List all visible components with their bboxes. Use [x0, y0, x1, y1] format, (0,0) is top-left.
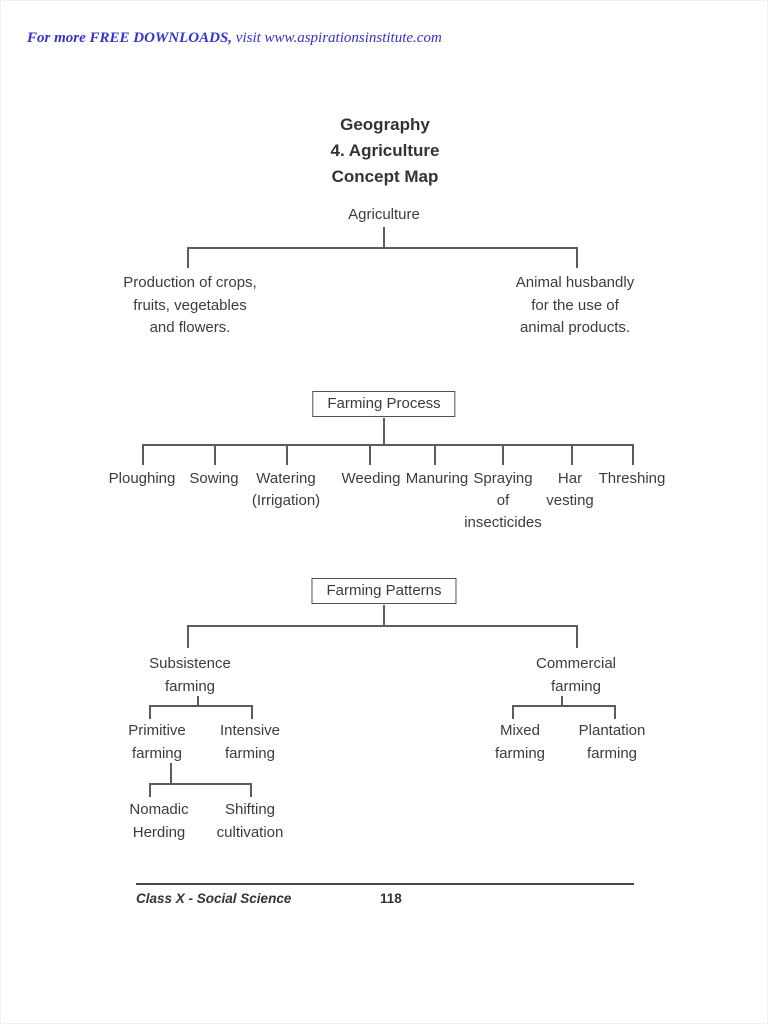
plantation-line1: Plantation: [578, 722, 646, 739]
nomadic-line1: Nomadic: [129, 801, 189, 818]
connector-subsistence-drop: [197, 696, 199, 705]
node-threshing: Threshing: [599, 468, 666, 490]
connector-subsistence-hline: [149, 705, 251, 707]
connector-process-drop: [383, 418, 385, 444]
shifting-line1: Shifting: [224, 801, 276, 818]
footer-divider: [136, 883, 634, 885]
node-sowing: Sowing: [189, 468, 238, 490]
page-title: Geography 4. Agriculture Concept Map: [331, 112, 440, 190]
mixed-line2: farming: [494, 744, 546, 762]
commercial-line1: Commercial: [535, 655, 617, 672]
connector-agriculture-hline: [187, 247, 577, 249]
connector-process-tick-5: [434, 444, 436, 465]
animal-husbandry-line1: Animal husbandly: [515, 274, 635, 291]
subsistence-line1: Subsistence: [149, 655, 231, 672]
connector-process-tick-1: [142, 444, 144, 465]
node-plantation-farming: Plantation farming: [579, 720, 646, 765]
node-subsistence-farming: Subsistence farming: [149, 653, 231, 698]
connector-agriculture-drop: [383, 227, 385, 247]
connector-process-tick-6: [502, 444, 504, 465]
title-subject: Geography: [340, 115, 430, 134]
watering-line2: (Irrigation): [251, 492, 321, 509]
connector-commercial-hline: [512, 705, 614, 707]
connector-primitive-drop: [170, 763, 172, 783]
connector-primitive-hline: [149, 783, 250, 785]
node-spraying: Spraying of insecticides: [464, 468, 542, 534]
footer-page-number: 118: [380, 891, 402, 906]
connector-process-tick-4: [369, 444, 371, 465]
harvesting-line1: Har: [557, 470, 583, 487]
connector-commercial-left-tick: [512, 705, 514, 719]
crop-production-line1: Production of crops,: [123, 274, 257, 291]
spraying-line2: of: [496, 492, 510, 509]
mixed-line1: Mixed: [499, 722, 540, 739]
header-link-rest: visit www.aspirationsinstitute.com: [235, 30, 442, 46]
animal-husbandry-line3: animal products.: [519, 319, 631, 336]
node-primitive-farming: Primitive farming: [128, 720, 186, 765]
connector-process-tick-8: [632, 444, 634, 465]
connector-agriculture-left-tick: [187, 247, 189, 268]
title-type: Concept Map: [331, 167, 439, 186]
connector-agriculture-right-tick: [576, 247, 578, 268]
manuring-line1: Manuring: [405, 470, 469, 487]
nomadic-line2: Herding: [132, 823, 186, 841]
node-mixed-farming: Mixed farming: [495, 720, 545, 765]
connector-primitive-left-tick: [149, 783, 151, 797]
harvesting-line2: vesting: [546, 492, 594, 509]
node-intensive-farming: Intensive farming: [220, 720, 280, 765]
crop-production-line2: fruits, vegetables: [133, 296, 247, 314]
connector-process-tick-7: [571, 444, 573, 465]
node-farming-process-box: Farming Process: [312, 391, 456, 417]
watering-line1: Watering: [256, 470, 316, 487]
connector-commercial-right-tick: [614, 705, 616, 719]
plantation-line2: farming: [586, 744, 638, 762]
node-ploughing: Ploughing: [109, 468, 176, 490]
connector-subsistence-left-tick: [149, 705, 151, 719]
title-chapter: 4. Agriculture: [330, 141, 440, 160]
node-weeding: Weeding: [342, 468, 401, 490]
connector-commercial-drop: [561, 696, 563, 705]
node-watering: Watering (Irrigation): [252, 468, 320, 512]
node-harvesting: Har vesting: [546, 468, 594, 512]
connector-primitive-right-tick: [250, 783, 252, 797]
animal-husbandry-line2: for the use of: [531, 296, 619, 314]
connector-patterns-drop: [383, 605, 385, 625]
primitive-line2: farming: [131, 744, 183, 762]
primitive-line1: Primitive: [128, 722, 186, 739]
crop-production-line3: and flowers.: [149, 319, 231, 336]
sowing-line1: Sowing: [189, 470, 239, 487]
node-crop-production: Production of crops, fruits, vegetables …: [123, 272, 256, 340]
node-manuring: Manuring: [406, 468, 469, 490]
spraying-line1: Spraying: [473, 470, 533, 487]
connector-process-tick-2: [214, 444, 216, 465]
commercial-line2: farming: [550, 677, 602, 695]
spraying-line3: insecticides: [464, 514, 542, 531]
node-animal-husbandry: Animal husbandly for the use of animal p…: [516, 272, 634, 340]
footer-book-title: Class X - Social Science: [136, 891, 292, 906]
shifting-line2: cultivation: [216, 823, 284, 841]
node-farming-patterns-box: Farming Patterns: [311, 578, 457, 604]
connector-process-hline: [142, 444, 632, 446]
connector-patterns-left-tick: [187, 625, 189, 648]
header-link-bold: For more FREE DOWNLOADS,: [27, 30, 233, 46]
connector-process-tick-3: [286, 444, 288, 465]
node-nomadic-herding: Nomadic Herding: [129, 799, 188, 844]
node-shifting-cultivation: Shifting cultivation: [217, 799, 284, 844]
free-downloads-link[interactable]: For more FREE DOWNLOADS, visit www.aspir…: [27, 30, 442, 47]
connector-patterns-hline: [187, 625, 576, 627]
weeding-line1: Weeding: [341, 470, 401, 487]
threshing-line1: Threshing: [598, 470, 666, 487]
subsistence-line2: farming: [164, 677, 216, 695]
intensive-line2: farming: [224, 744, 276, 762]
node-agriculture: Agriculture: [348, 206, 420, 223]
node-commercial-farming: Commercial farming: [536, 653, 616, 698]
connector-patterns-right-tick: [576, 625, 578, 648]
connector-subsistence-right-tick: [251, 705, 253, 719]
intensive-line1: Intensive: [219, 722, 281, 739]
ploughing-line1: Ploughing: [108, 470, 176, 487]
